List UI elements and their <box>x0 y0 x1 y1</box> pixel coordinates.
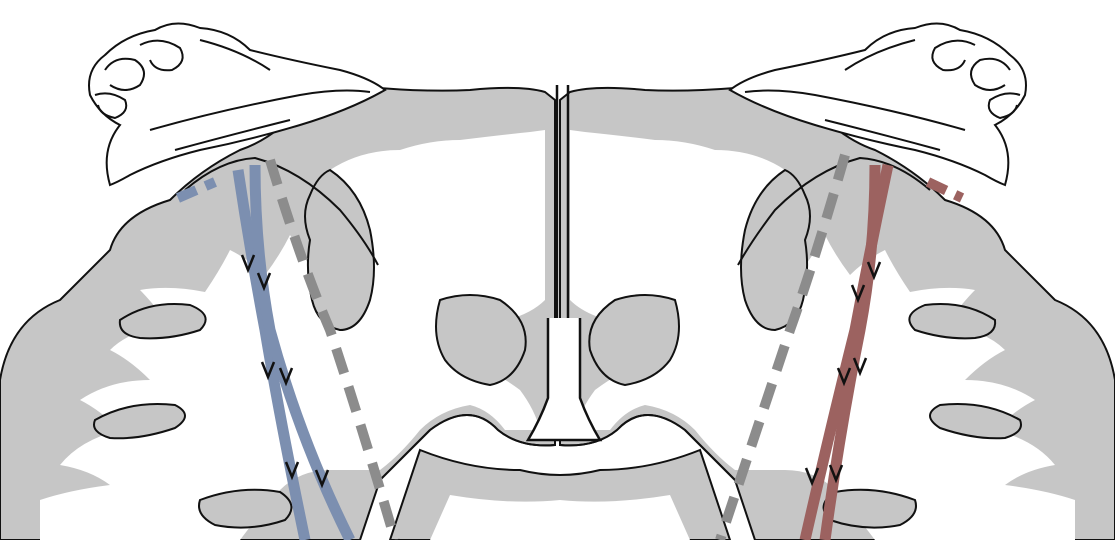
right-gyrus-gray-3 <box>824 490 916 528</box>
left-gyrus-gray-3 <box>199 490 291 528</box>
lower-midline-white <box>430 495 690 540</box>
